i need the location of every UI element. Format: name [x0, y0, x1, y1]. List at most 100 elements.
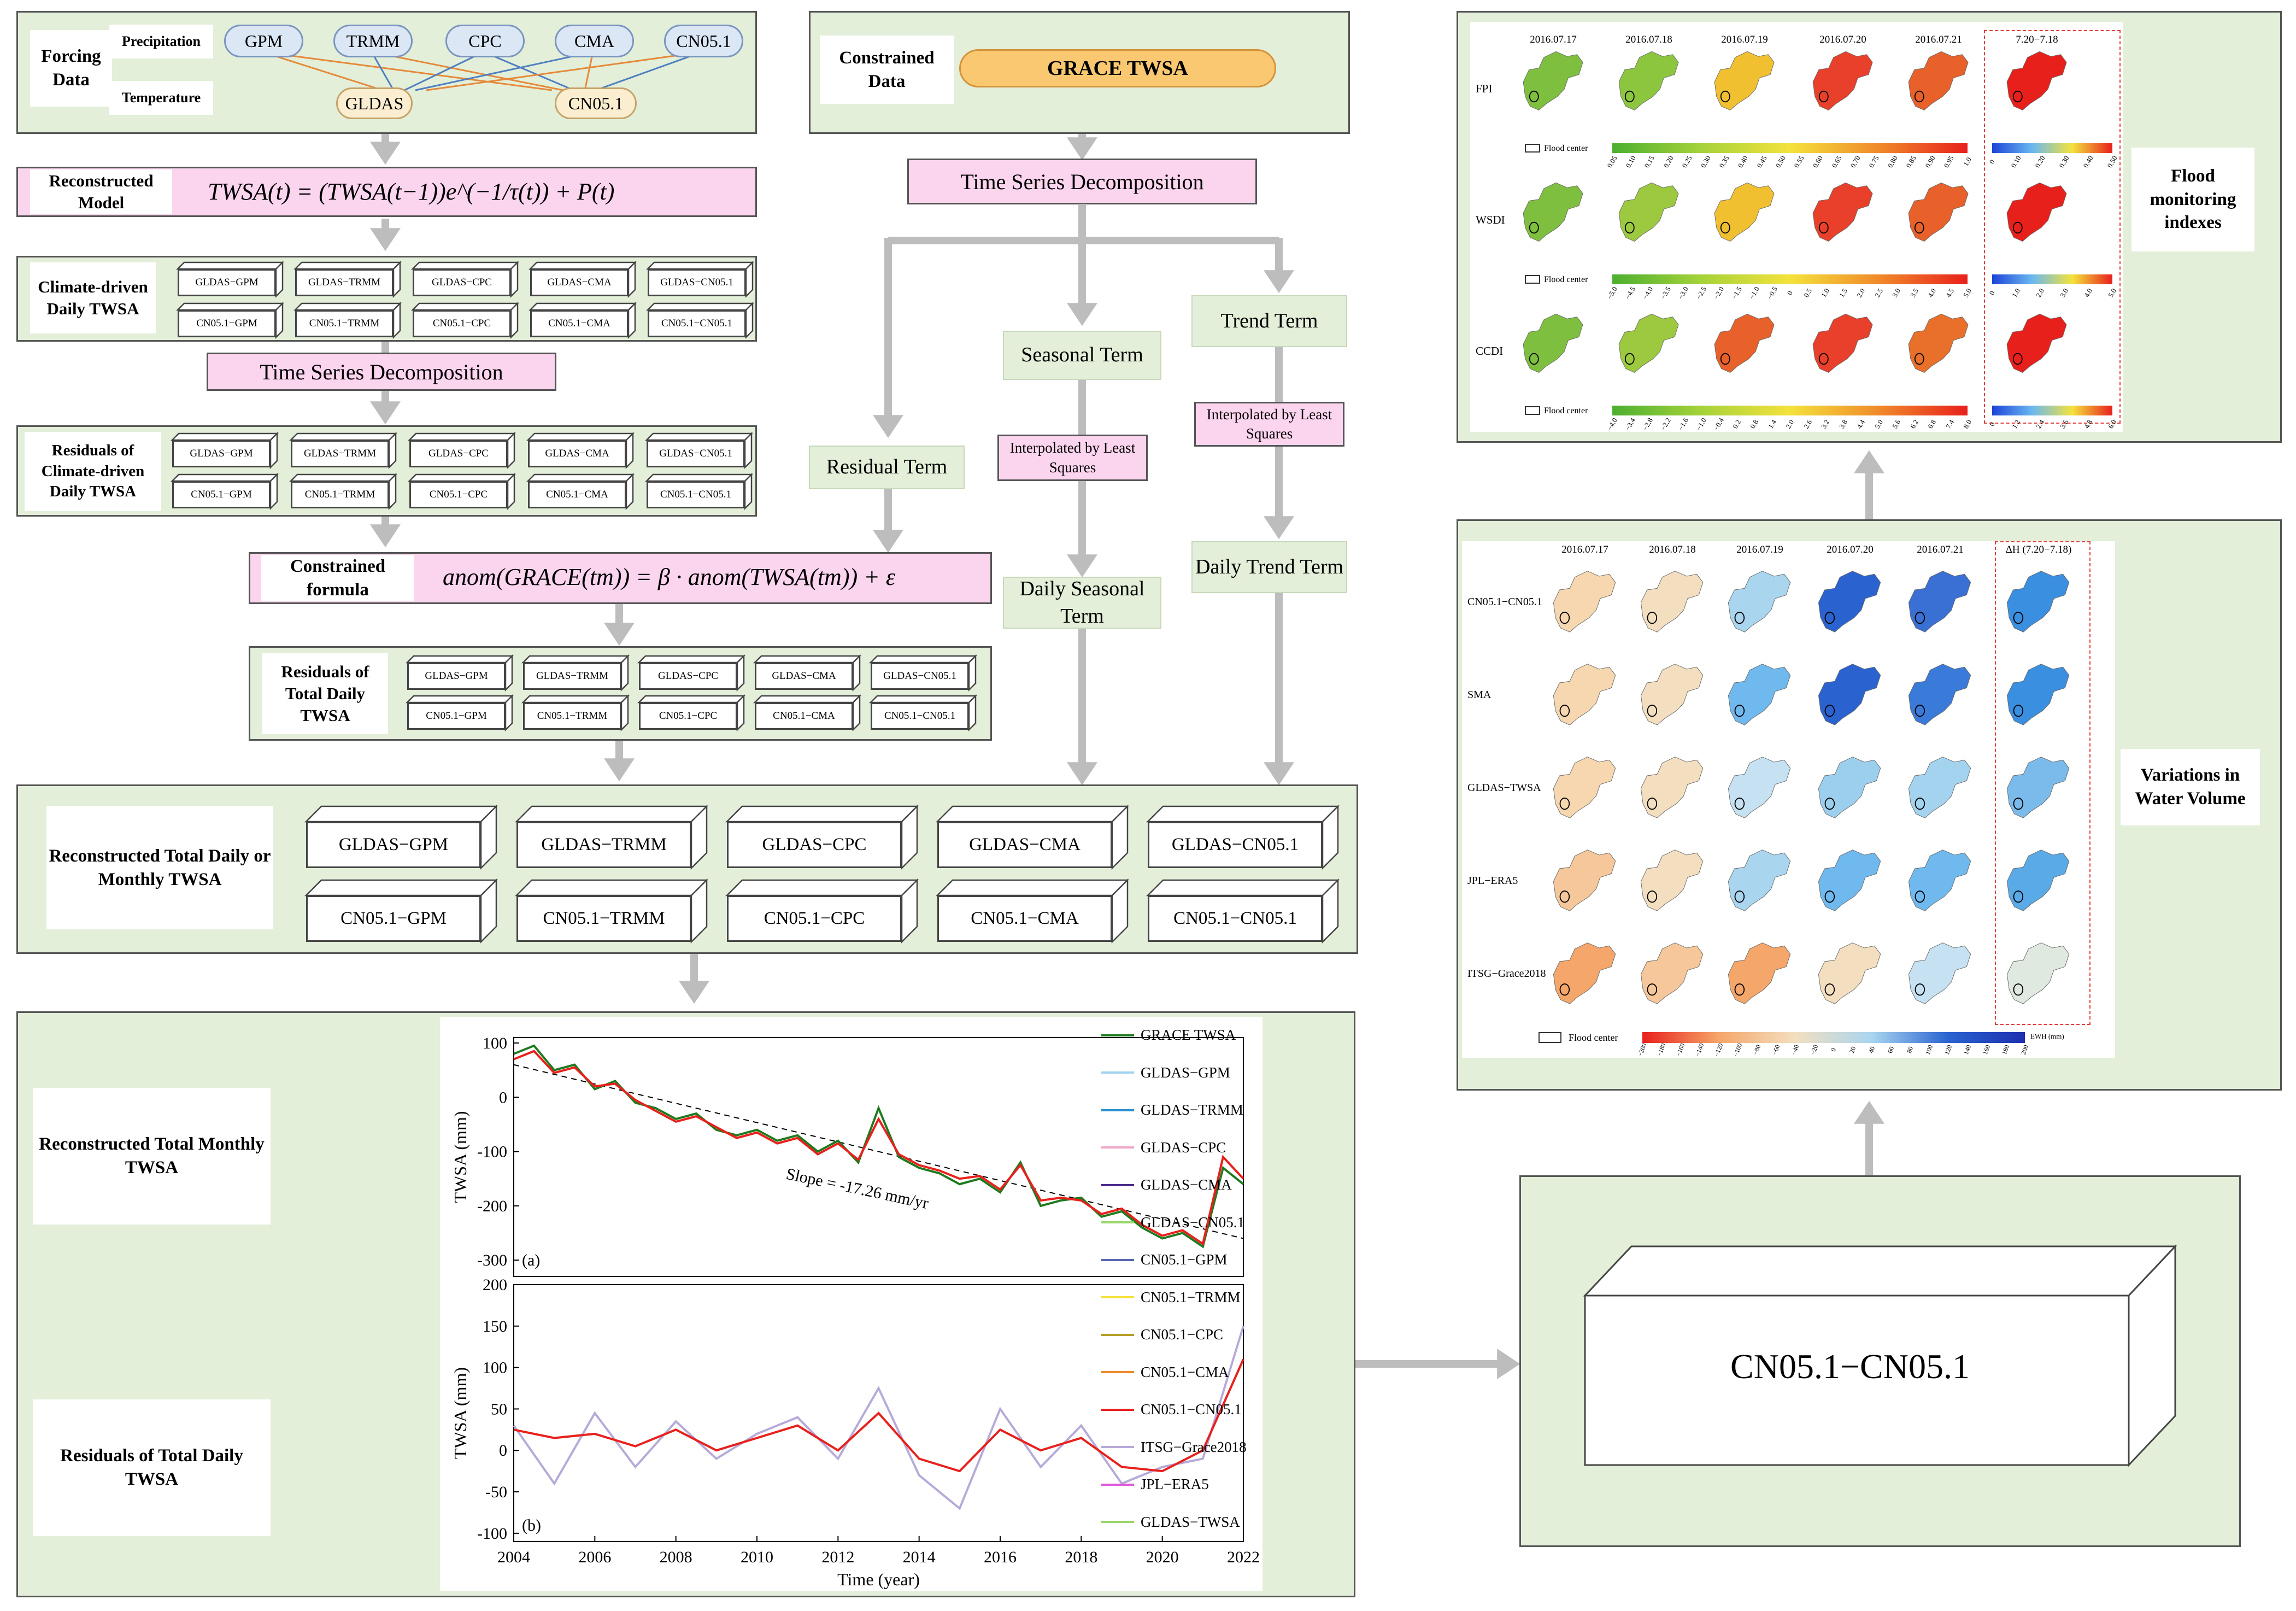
trend-term-label: Trend Term [1191, 295, 1347, 347]
water-map-4-0 [1553, 942, 1616, 1004]
water-map-0-0 [1553, 571, 1616, 632]
water-map-2-1 [1640, 757, 1704, 818]
forcing-links [262, 51, 703, 91]
resid-total-box-1-4: CN05.1−CN05.1 [868, 694, 978, 732]
flood-map-1-2 [1714, 182, 1775, 242]
resid-climate-box-0-2-label: GLDAS−CPC [409, 440, 508, 467]
recon-box-0-4-label: GLDAS−CN05.1 [1148, 822, 1323, 868]
ytick-label-1-5: -50 [485, 1483, 507, 1501]
recon-box-1-4: CN05.1−CN05.1 [1146, 878, 1340, 944]
climate-box-0-4: GLDAS−CN05.1 [645, 260, 755, 298]
series-0-0 [513, 1044, 1244, 1249]
resid-total-box-1-2: CN05.1−CPC [637, 694, 746, 732]
best-combo-label: CN05.1−CN05.1 [1610, 1309, 2091, 1424]
legend-label: GLDAS−CN05.1 [1141, 1214, 1244, 1231]
recon-box-0-3: GLDAS−CMA [935, 804, 1130, 870]
water-date-2: 2016.07.19 [1736, 544, 1783, 555]
legend-item-7: CN05.1−TRMM [1101, 1289, 1241, 1306]
flood-map-2-5 [2006, 313, 2067, 373]
resid-climate-box-1-1-label: CN05.1−TRMM [291, 481, 389, 508]
resid-climate-box-0-0: GLDAS−GPM [170, 431, 279, 470]
flood-diff-colorbar-0 [1992, 143, 2112, 153]
flood-map-1-1 [1618, 182, 1679, 242]
residual-term-label: Residual Term [809, 446, 965, 489]
climate-box-1-1: CN05.1−TRMM [293, 301, 402, 339]
xtick-label-6: 2016 [984, 1548, 1017, 1566]
recon-box-1-3-label: CN05.1−CMA [937, 895, 1112, 942]
recon-box-0-2-label: GLDAS−CPC [727, 822, 902, 868]
xtick-label-2: 2008 [660, 1548, 692, 1566]
flood-map-2-2 [1714, 313, 1775, 373]
water-map-3-1 [1640, 850, 1704, 911]
resid-total-box-0-4-label: GLDAS−CN05.1 [871, 663, 969, 690]
grace-twsa-pill: GRACE TWSA [959, 49, 1276, 87]
flood-date-2: 2016.07.19 [1721, 34, 1768, 45]
water-map-1-3 [1818, 664, 1881, 725]
water-row-label-1: SMA [1467, 689, 1491, 701]
panel-label-1: (b) [522, 1516, 541, 1534]
resid-total-box-1-3: CN05.1−CMA [753, 694, 862, 732]
flood-diff-colorbar-2 [1992, 406, 2112, 415]
legend-swatch [1101, 1446, 1134, 1448]
water-map-0-2 [1728, 571, 1791, 632]
flood-map-2-1 [1618, 313, 1679, 373]
ytick-label-1-2: 100 [483, 1359, 507, 1377]
flood-map-1-3 [1812, 182, 1873, 242]
water-map-4-2 [1728, 942, 1791, 1004]
resid-total-box-0-1-label: GLDAS−TRMM [523, 663, 621, 690]
climate-daily-title: Climate-driven Daily TWSA [30, 262, 156, 333]
recon-box-1-4-label: CN05.1−CN05.1 [1148, 895, 1323, 942]
precip-cma: CMA [555, 25, 634, 57]
plot-frame-0 [513, 1037, 1244, 1277]
flood-map-1-4 [1908, 182, 1969, 242]
interp-trend: Interpolated by Least Squares [1194, 402, 1344, 447]
recon-box-0-4: GLDAS−CN05.1 [1146, 804, 1340, 870]
water-map-4-5 [2006, 942, 2070, 1004]
legend-swatch [1101, 1371, 1134, 1373]
legend-swatch [1101, 1221, 1134, 1223]
climate-box-1-1-label: CN05.1−TRMM [295, 310, 394, 337]
precip-cn051: CN05.1 [664, 25, 743, 57]
flood-date-3: 2016.07.20 [1819, 34, 1866, 45]
legend-label: GRACE TWSA [1141, 1027, 1236, 1043]
legend-item-13: GLDAS−TWSA [1101, 1514, 1240, 1531]
flood-map-0-3 [1812, 51, 1873, 111]
water-map-0-3 [1818, 571, 1881, 632]
series-0-1 [513, 1050, 1244, 1246]
water-map-4-3 [1818, 942, 1881, 1004]
water-map-3-5 [2006, 850, 2070, 911]
water-row-label-0: CN05.1−CN05.1 [1467, 596, 1542, 608]
legend-swatch [1101, 1034, 1134, 1036]
resid-climate-box-0-0-label: GLDAS−GPM [172, 440, 271, 467]
legend-swatch [1101, 1296, 1134, 1298]
water-map-1-2 [1728, 664, 1791, 725]
flood-legend-box-2 [1525, 406, 1540, 415]
reconstructed-model-formula: TWSA(t) = (TWSA(t−1))e^(−1/τ(t)) + P(t) [208, 178, 615, 205]
legend-swatch [1101, 1483, 1134, 1486]
residuals-total-title: Residuals of Total Daily TWSA [262, 653, 388, 734]
flood-map-1-5 [2006, 182, 2067, 242]
water-date-4: 2016.07.21 [1917, 544, 1964, 555]
climate-box-1-0: CN05.1−GPM [175, 301, 285, 339]
legend-item-9: CN05.1−CMA [1101, 1364, 1229, 1381]
water-date-5: ΔH (7.20−7.18) [2005, 544, 2072, 555]
ylabel-1: TWSA (mm) [450, 1367, 470, 1459]
resid-climate-box-1-1: CN05.1−TRMM [289, 472, 398, 511]
residuals-daily-label: Residuals of Total Daily TWSA [33, 1399, 271, 1536]
legend-swatch [1101, 1521, 1134, 1523]
legend-swatch [1101, 1258, 1134, 1261]
flood-row-label-2: CCDI [1476, 344, 1504, 358]
water-map-2-5 [2006, 757, 2070, 818]
series-1-1 [513, 1358, 1244, 1473]
water-date-3: 2016.07.20 [1827, 544, 1874, 555]
xtick-label-3: 2010 [741, 1548, 773, 1566]
resid-total-box-0-2-label: GLDAS−CPC [639, 663, 737, 690]
flood-legend-box-1 [1525, 275, 1540, 284]
water-map-3-2 [1728, 850, 1791, 911]
water-map-1-5 [2006, 664, 2070, 725]
resid-total-box-0-4: GLDAS−CN05.1 [868, 654, 978, 692]
xtick-label-5: 2014 [903, 1548, 936, 1566]
ytick-label-1-4: 0 [499, 1442, 507, 1460]
flood-map-1-0 [1523, 182, 1583, 242]
climate-box-0-0-label: GLDAS−GPM [178, 269, 276, 296]
